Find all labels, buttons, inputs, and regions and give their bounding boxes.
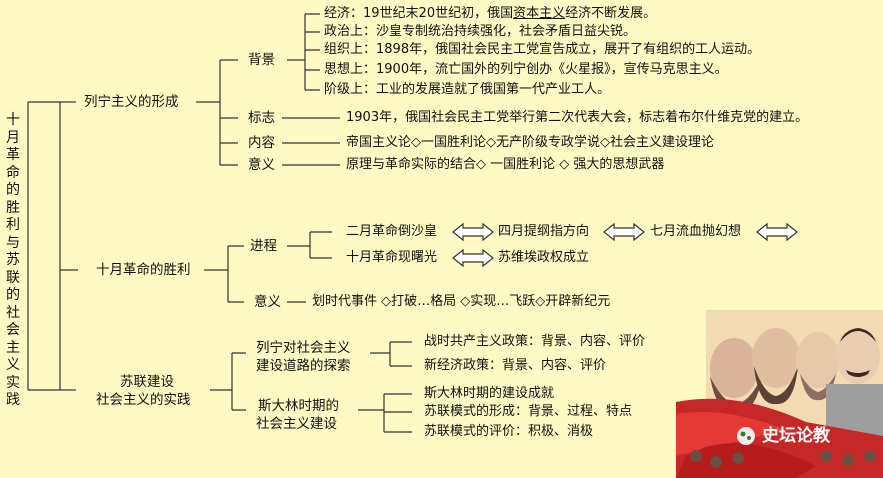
step-april: 四月提纲指方向 [498, 224, 590, 239]
leaf-nep: 新经济政策：背景、内容、评价 [424, 358, 607, 373]
node-process: 进程 [250, 238, 277, 254]
branch-leninism: 列宁主义的形成 [84, 94, 179, 110]
double-arrows [452, 222, 798, 268]
leaf-soviet-model-formation: 苏联模式的形成：背景、过程、特点 [424, 404, 633, 419]
node-meaning-1: 意义 [248, 157, 275, 173]
leaf-politics: 政治上：沙皇专制统治持续强化，社会矛盾日益尖锐。 [324, 24, 637, 39]
node-lenin-line2: 建设道路的探索 [256, 358, 351, 374]
leaf-organization: 组织上：1898年，俄国社会民主工党宣告成立，展开了有组织的工人运动。 [324, 42, 761, 57]
double-arrow-icon [452, 222, 494, 242]
leaf-meaning-1: 原理与革命实际的结合◇ 一国胜利论 ◇ 强大的思想武器 [346, 157, 665, 172]
node-sign: 标志 [248, 110, 275, 126]
leaf-content: 帝国主义论◇一国胜利论◇无产阶级专政学说◇社会主义建设理论 [346, 135, 714, 150]
node-background: 背景 [248, 52, 275, 68]
double-arrow-icon [756, 222, 798, 242]
step-soviet: 苏维埃政权成立 [498, 250, 590, 265]
leaf-sign: 1903年，俄国社会民主工党举行第二次代表大会，标志着布尔什维克党的建立。 [346, 110, 809, 125]
branch-soviet-construction-line2: 社会主义的实践 [96, 392, 191, 408]
node-lenin-line1: 列宁对社会主义 [256, 340, 351, 356]
node-stalin-line2: 社会主义建设 [256, 416, 337, 432]
branch-soviet-construction-line1: 苏联建设 [120, 374, 174, 390]
step-february: 二月革命倒沙皇 [346, 224, 438, 239]
revolution-poster-image: 史坛论教 [676, 306, 883, 478]
leaf-class: 阶级上：工业的发展造就了俄国第一代产业工人。 [324, 82, 611, 97]
root-title: 十月革命的胜利与苏联的社会主义实践 [6, 112, 20, 408]
leaf-stalin-achievements: 斯大林时期的建设成就 [424, 386, 555, 401]
branch-october-revolution: 十月革命的胜利 [96, 262, 191, 278]
leaf-economy: 经济：19世纪末20世纪初，俄国资本主义经济不断发展。 [324, 6, 657, 21]
node-stalin-line1: 斯大林时期的 [258, 398, 339, 414]
leaf-war-communism: 战时共产主义政策：背景、内容、评价 [424, 334, 646, 349]
step-october: 十月革命现曙光 [346, 250, 438, 265]
double-arrow-icon [603, 222, 645, 242]
leaf-thought: 思想上：1900年，流亡国外的列宁创办《火星报》，宣传马克思主义。 [324, 62, 728, 77]
double-arrow-icon [452, 248, 494, 268]
node-meaning-2: 意义 [254, 294, 281, 310]
leaf-meaning-2: 划时代事件 ◇打破…格局 ◇实现…飞跃◇开辟新纪元 [312, 294, 611, 309]
node-content: 内容 [248, 135, 275, 151]
watermark-text: 史坛论教 [762, 426, 830, 446]
step-july: 七月流血抛幻想 [650, 224, 742, 239]
leaf-soviet-model-evaluation: 苏联模式的评价：积极、消极 [424, 424, 594, 439]
